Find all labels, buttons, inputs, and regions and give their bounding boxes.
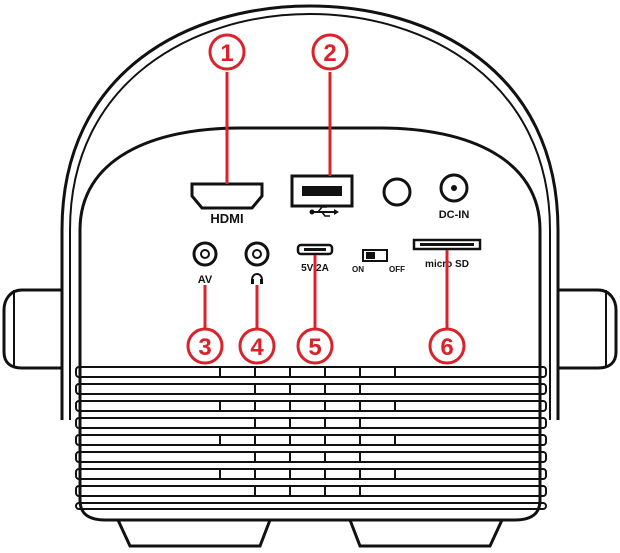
callout-2-circle: [311, 33, 349, 71]
av-label: AV: [198, 274, 213, 286]
hdmi-label: HDMI: [210, 211, 243, 226]
micro-usb-pins: [304, 248, 326, 251]
switch-on-label: ON: [352, 265, 364, 274]
hdmi-port: [190, 182, 264, 210]
front-panel: [78, 126, 542, 522]
usb-icon: [309, 206, 339, 217]
dc-jack-icon: [439, 173, 469, 203]
callout-2-number: 2: [323, 40, 336, 67]
callout-1-number: 1: [220, 40, 233, 67]
power-switch-knob: [366, 252, 375, 259]
left-handle: [2, 288, 62, 370]
callout-4-circle: [238, 327, 276, 365]
micro-usb-port: [296, 243, 334, 256]
vent-grille: [75, 366, 547, 510]
usb-port: [290, 174, 354, 208]
callout-6-circle: [428, 327, 466, 365]
right-foot: [348, 519, 504, 548]
body-outline: [60, 4, 560, 420]
power-switch: [362, 249, 388, 262]
callout-4-number: 4: [250, 334, 264, 361]
right-handle: [558, 288, 618, 370]
callouts: 1 2 3 4 5 6: [186, 33, 466, 365]
body-outline-inner: [69, 12, 551, 420]
av-jack: [192, 241, 218, 267]
left-foot: [116, 519, 272, 548]
headphone-icon: [251, 273, 263, 284]
usb-port-tongue: [302, 186, 342, 196]
micro-sd-slot-opening: [420, 243, 474, 246]
dc-in-label: DC-IN: [439, 209, 470, 221]
callout-3-number: 3: [198, 334, 211, 361]
headphone-jack: [244, 241, 270, 267]
switch-off-label: OFF: [389, 265, 405, 274]
round-button-icon: [382, 177, 412, 207]
callout-5-circle: [296, 327, 334, 365]
callout-5-number: 5: [308, 334, 321, 361]
callout-6-number: 6: [440, 334, 453, 361]
callout-1-circle: [208, 33, 246, 71]
callout-3-circle: [186, 327, 224, 365]
micro-sd-slot: [412, 238, 482, 251]
